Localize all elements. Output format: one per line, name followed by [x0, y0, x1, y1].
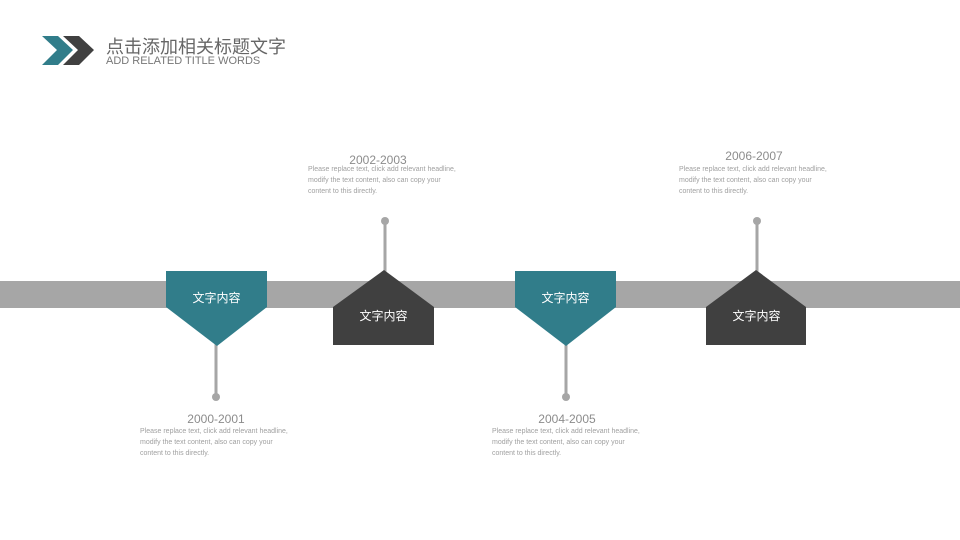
milestone-marker-3: [515, 271, 616, 401]
milestone-desc-1: Please replace text, click add relevant …: [140, 428, 288, 457]
page-subtitle: ADD RELATED TITLE WORDS: [106, 55, 261, 67]
milestone-label-2: 文字内容: [359, 309, 408, 323]
milestone-desc-3: Please replace text, click add relevant …: [492, 428, 640, 457]
milestone-desc-2: Please replace text, click add relevant …: [308, 166, 456, 195]
milestone-year-2: 2002-2003: [349, 153, 407, 167]
milestone-year-3: 2004-2005: [538, 412, 596, 426]
milestone-label-1: 文字内容: [192, 291, 241, 305]
milestone-label-3: 文字内容: [541, 291, 590, 305]
milestone-marker-1: [166, 271, 267, 401]
page-title: 点击添加相关标题文字: [106, 37, 286, 58]
milestone-desc-4: Please replace text, click add relevant …: [679, 166, 827, 195]
milestone-year-4: 2006-2007: [725, 149, 783, 163]
milestone-year-1: 2000-2001: [187, 412, 245, 426]
milestone-marker-2: [333, 217, 434, 345]
milestone-label-4: 文字内容: [732, 309, 781, 323]
milestone-marker-4: [706, 217, 806, 345]
chevron-logo-icon: [42, 36, 94, 65]
